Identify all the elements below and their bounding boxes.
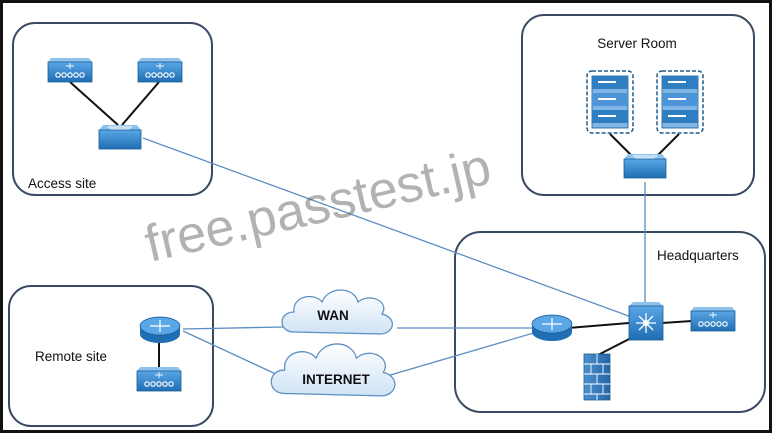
link-access-switch-1 bbox=[69, 81, 119, 126]
server-icon bbox=[656, 70, 704, 134]
access-switch-icon bbox=[137, 57, 183, 83]
distribution-switch-icon bbox=[98, 124, 142, 150]
link-internet-to-hq-router bbox=[386, 331, 538, 377]
distribution-switch-icon bbox=[623, 153, 667, 179]
cloud-icon bbox=[270, 343, 396, 397]
wan-cloud: WAN bbox=[281, 289, 393, 335]
link-remote-to-internet bbox=[182, 330, 279, 376]
link-remote-to-wan bbox=[182, 326, 284, 330]
headquarters-box bbox=[454, 231, 766, 413]
internet-label: INTERNET bbox=[302, 372, 370, 387]
access-switch-icon bbox=[47, 57, 93, 83]
link-ml-to-hq-switch bbox=[661, 320, 693, 324]
access-switch-icon bbox=[690, 306, 736, 332]
multilayer-switch-icon bbox=[628, 301, 664, 341]
server-room-label: Server Room bbox=[597, 36, 677, 51]
firewall-icon bbox=[583, 353, 611, 401]
link-hq-router-ml bbox=[567, 322, 630, 329]
access-switch-icon bbox=[136, 366, 182, 392]
router-icon bbox=[139, 316, 181, 344]
access-site-label: Access site bbox=[28, 176, 96, 191]
link-access-to-hq bbox=[142, 137, 646, 323]
access-site-box bbox=[12, 22, 213, 196]
link-access-switch-2 bbox=[121, 81, 160, 126]
wan-label: WAN bbox=[317, 308, 349, 323]
router-icon bbox=[531, 314, 573, 342]
server-room-box bbox=[521, 14, 755, 196]
network-diagram-canvas: WAN INTERNET Access site Server Room Hea… bbox=[8, 14, 766, 427]
server-icon bbox=[586, 70, 634, 134]
remote-site-label: Remote site bbox=[35, 349, 107, 364]
internet-cloud: INTERNET bbox=[270, 343, 396, 397]
headquarters-label: Headquarters bbox=[657, 248, 739, 263]
